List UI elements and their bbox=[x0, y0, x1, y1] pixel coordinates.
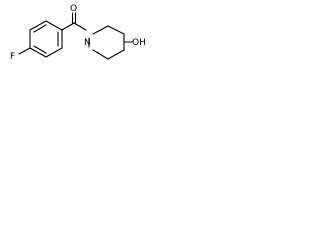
aryl-carbonyl-bond bbox=[61, 22, 75, 31]
ring-bond-2 bbox=[45, 20, 63, 31]
nitrogen-label: N bbox=[84, 38, 91, 48]
ring-double-bond-1 bbox=[33, 24, 47, 33]
fluorine-bond bbox=[18, 47, 31, 55]
ring-bond-1 bbox=[29, 20, 47, 31]
piperidine-bond-4 bbox=[107, 49, 125, 60]
piperidine-ring bbox=[88, 25, 125, 60]
fluorine-label: F bbox=[10, 52, 15, 62]
piperidine-bond-2 bbox=[107, 25, 125, 35]
ring-double-bond-3 bbox=[33, 45, 47, 54]
chemical-structure-diagram: F O N OH bbox=[10, 4, 146, 62]
hydroxyl-label: OH bbox=[132, 38, 146, 48]
piperidine-bond-5 bbox=[92, 49, 109, 60]
piperidine-bond-1 bbox=[92, 25, 109, 35]
carbonyl-oxygen-label: O bbox=[70, 4, 77, 14]
ring-bond-5 bbox=[29, 47, 47, 58]
benzene-ring bbox=[29, 20, 63, 58]
ring-bond-4 bbox=[45, 47, 63, 58]
amide-bond bbox=[73, 22, 87, 31]
